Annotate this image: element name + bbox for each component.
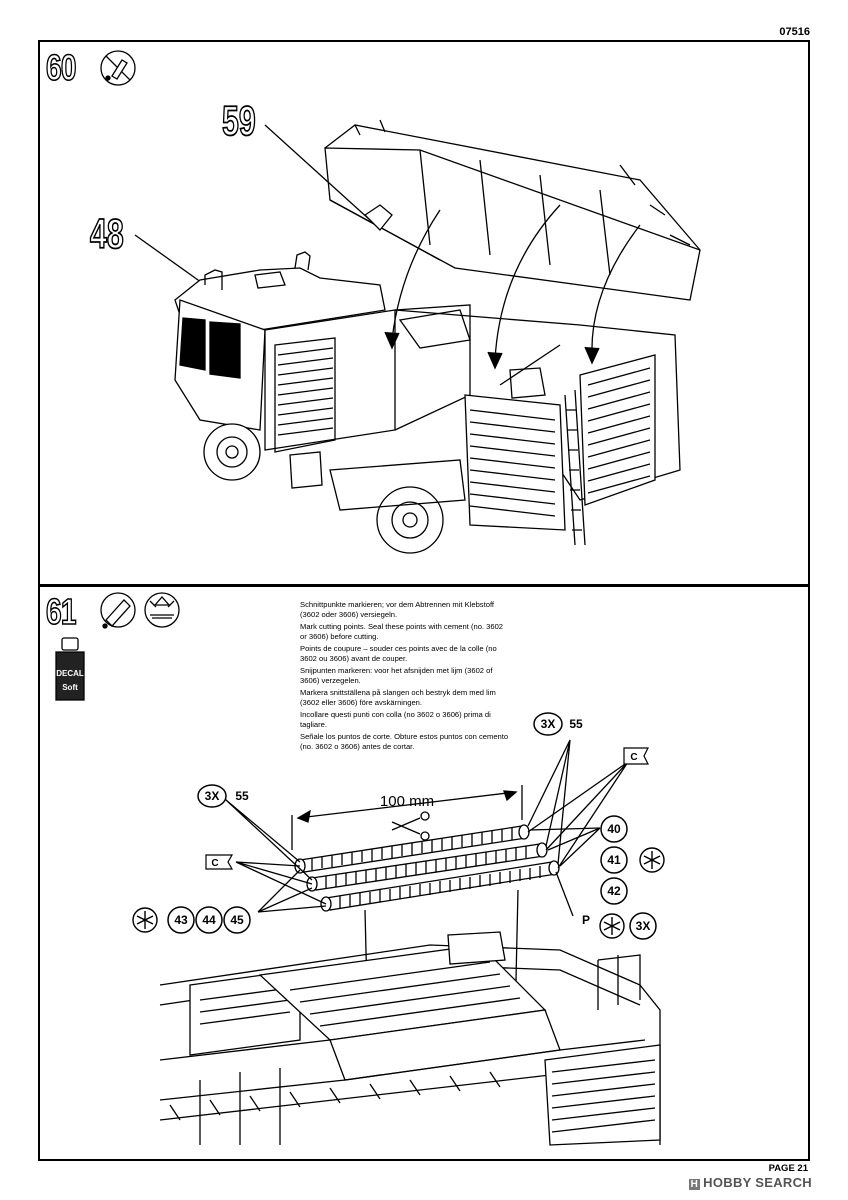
instructions: Schnittpunkte markieren; vor dem Abtrenn… — [300, 600, 510, 754]
instruction-nl: Snijpunten markeren: voor het afsnijden … — [300, 666, 493, 685]
part-43: 43 — [174, 913, 188, 927]
instruction-de: Schnittpunkte markieren; vor dem Abtrenn… — [300, 600, 495, 619]
decal-label: DECAL — [56, 669, 84, 678]
paint-icon — [132, 907, 158, 933]
part-44: 44 — [202, 913, 216, 927]
paint-qty: 3X — [636, 919, 651, 933]
hose-41 — [306, 842, 548, 892]
no-glue-icon — [100, 50, 136, 86]
decal-sub: Soft — [62, 683, 78, 692]
paint-icon — [599, 913, 625, 939]
instruction-en: Mark cutting points. Seal these points w… — [300, 622, 504, 641]
part-number-59: 59 — [221, 97, 256, 144]
part-42: 42 — [607, 884, 621, 898]
part-number-48: 48 — [89, 210, 124, 257]
part-45: 45 — [230, 913, 244, 927]
watermark-logo: H — [688, 1179, 701, 1190]
step-number-61: 61 — [45, 591, 77, 632]
step-number-60: 60 — [45, 47, 77, 88]
part-41: 41 — [607, 853, 621, 867]
paint-label: P — [582, 913, 590, 927]
flag-c-left: C — [211, 858, 218, 869]
qty-left: 3X — [205, 789, 220, 803]
instruction-es: Señale los puntos de corte. Obture estos… — [300, 732, 509, 751]
instruction-it: Incollare questi punti con colla (no 360… — [300, 710, 491, 729]
glue-icon — [100, 592, 136, 629]
instruction-sv: Markera snittställena på slangen och bes… — [300, 688, 496, 707]
part-55-left: 55 — [235, 789, 249, 803]
page-number: PAGE 21 — [768, 1163, 808, 1174]
measure-label: 100 mm — [380, 793, 434, 810]
instruction-fr: Points de coupure – souder ces points av… — [300, 644, 497, 663]
qty-right: 3X — [541, 717, 556, 731]
kit-code: 07516 — [779, 26, 810, 38]
cement-icon — [144, 592, 180, 628]
paint-icon — [639, 847, 665, 873]
hose-40 — [294, 824, 530, 874]
part-40: 40 — [607, 822, 621, 836]
flag-c-right: C — [630, 752, 637, 763]
part-55-right: 55 — [569, 717, 583, 731]
watermark-text: HOBBY SEARCH — [703, 1175, 812, 1190]
decal-bottle-icon — [55, 637, 85, 701]
